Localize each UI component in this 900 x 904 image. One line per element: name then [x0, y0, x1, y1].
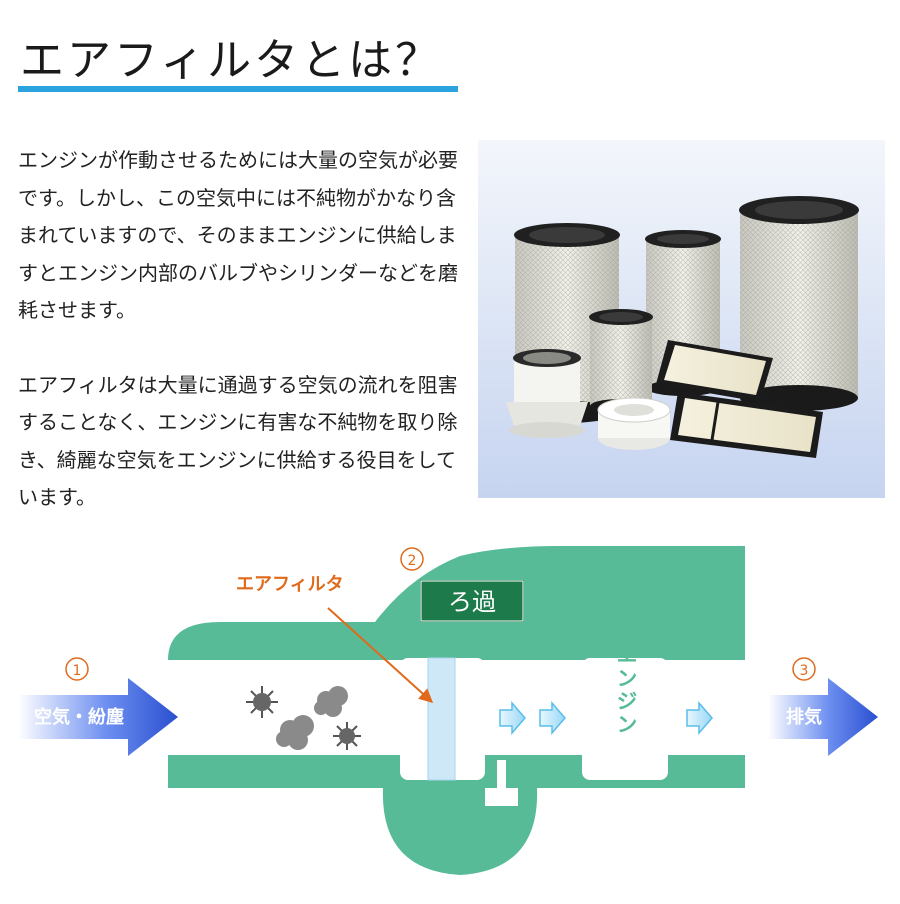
filter-small [589, 309, 653, 413]
filtration-label: ろ過 [448, 588, 496, 616]
virus-particle-1 [246, 686, 278, 718]
filter-white-round [597, 397, 671, 450]
intake-arrow [18, 678, 178, 756]
virus-particle-2 [333, 722, 361, 750]
air-filter-product-photo [478, 140, 885, 498]
flow-arrow-1 [499, 700, 526, 736]
flow-arrow-3 [686, 700, 713, 736]
flow-arrows [499, 700, 713, 736]
filter-large-right [739, 196, 859, 411]
filter-white-cyclone [506, 349, 588, 438]
exhaust-label: 排気 [786, 706, 822, 728]
step-3-circle [792, 657, 816, 681]
filter-panel-back [656, 340, 773, 402]
description-text: エンジンが作動させるためには大量の空気が必要です。しかし、この空気中には不純物が… [18, 142, 468, 517]
filter-element [427, 657, 456, 781]
engine-label: エンジン [614, 644, 638, 736]
dust-particles [246, 686, 361, 750]
step-2-circle [400, 547, 424, 571]
dust-cloud-1 [314, 686, 348, 717]
flow-arrow-2 [539, 700, 566, 736]
step-3-number: 3 [800, 663, 809, 679]
paragraph-2: エアフィルタは大量に通過する空気の流れを阻害することなく、エンジンに有害な不純物… [18, 372, 458, 510]
drain-valve [485, 760, 518, 806]
filter-callout-line [327, 607, 434, 703]
step-1-circle [65, 657, 89, 681]
engine-block [582, 658, 668, 780]
filtration-box [420, 580, 524, 622]
intake-label: 空気・紛塵 [34, 706, 124, 728]
page-title: エアフィルタとは？ [20, 35, 443, 86]
paragraph-1: エンジンが作動させるためには大量の空気が必要です。しかし、この空気中には不純物が… [18, 148, 458, 322]
airflow-diagram: 1 2 3 空気・紛塵 排気 ろ過 エアフィルタ エンジン [0, 530, 900, 904]
step-2-number: 2 [408, 553, 417, 569]
air-filter-callout-label: エアフィルタ [236, 574, 344, 595]
title-underline [18, 86, 458, 92]
step-1-number: 1 [73, 663, 82, 679]
filter-panel-front [670, 392, 823, 458]
dust-cloud-2 [276, 715, 314, 750]
exhaust-arrow [768, 678, 878, 756]
